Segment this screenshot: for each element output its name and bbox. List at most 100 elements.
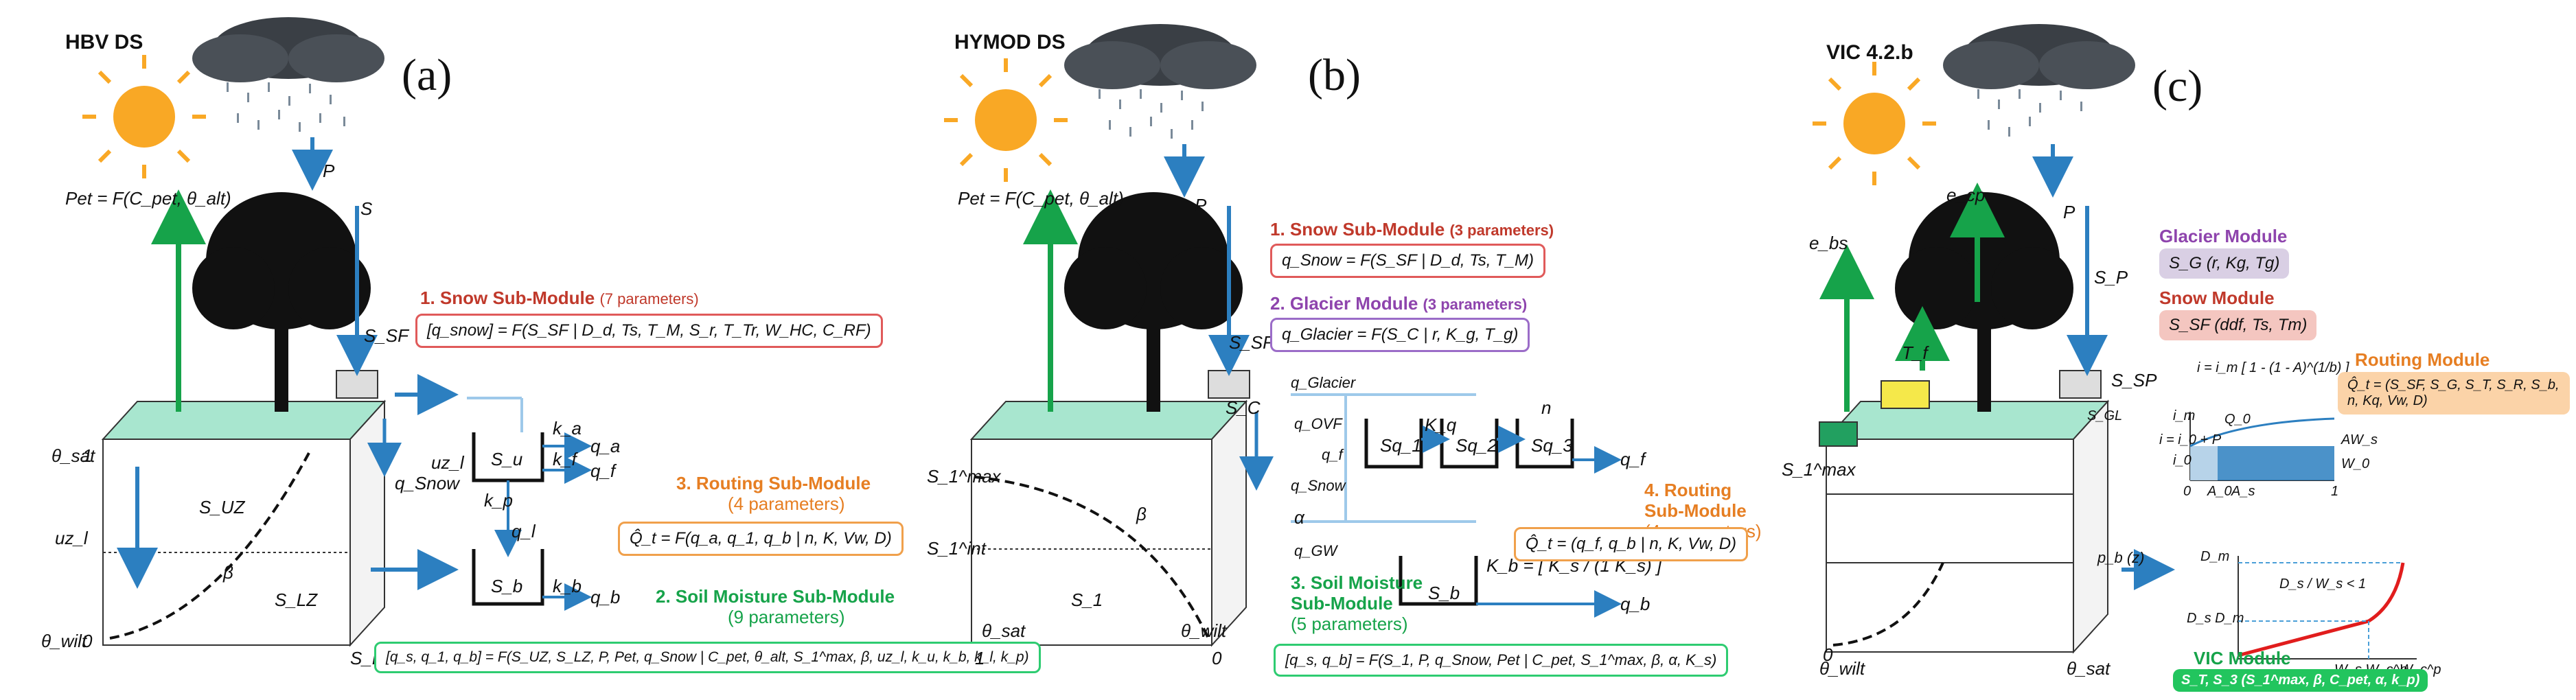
zero-label: 0 [1823, 644, 1833, 665]
panel-b [944, 24, 1622, 647]
qf-out-label: q_f [1620, 449, 1646, 469]
soil-block-front [1826, 439, 2074, 653]
snow-storage-icon [1208, 370, 1250, 399]
qf-label: q_f [590, 460, 616, 481]
rain-cloud-icon [192, 17, 384, 132]
beta-curve [109, 452, 310, 640]
deficit-curve-chart [2238, 556, 2417, 660]
sun-icon [82, 55, 206, 178]
snow-module-title: Snow Module [2159, 288, 2275, 308]
i0-label: i_0 [2173, 453, 2192, 468]
qglacier-label: q_Glacier [1291, 374, 1356, 391]
rain-cloud-icon [1943, 24, 2135, 137]
snow-submodule-equation: q_Snow = F(S_SF | D_d, Ts, T_M) [1270, 244, 1546, 278]
soil-top [1824, 401, 2110, 440]
one-label: 1 [82, 445, 93, 466]
theta-sat-label: θ_sat [51, 445, 95, 466]
routing-submodule-params: (4 parameters) [728, 493, 845, 514]
panel-c [1813, 24, 2417, 660]
glacier-module-equation: q_Glacier = F(S_C | r, K_g, T_g) [1270, 318, 1530, 352]
glacier-module-equation: S_G (r, Kg, Tg) [2159, 248, 2290, 279]
uzl-label: uz_l [55, 528, 88, 548]
smax-label: S_1^max [927, 466, 1001, 487]
sq2-label: Sq_2 [1456, 435, 1497, 456]
kp-label: k_p [484, 490, 513, 511]
qb-out-label: q_b [1620, 594, 1651, 614]
panel-a-model-name: HBV DS [65, 31, 143, 54]
x0-label: 0 [2183, 484, 2192, 499]
theta-sat-label: θ_sat [982, 620, 1026, 641]
p-label: P [1195, 195, 1207, 215]
w0-label: W_0 [2341, 456, 2370, 471]
routing-submodule-title: 4. Routing [1644, 480, 1732, 500]
zero-label: 0 [1212, 648, 1222, 668]
snow-storage-icon [2059, 370, 2102, 399]
qb-label: q_b [590, 587, 621, 607]
sq3-label: Sq_3 [1531, 435, 1573, 456]
beta-label: β [223, 562, 233, 583]
sb-label: S_b [1428, 583, 1460, 603]
sp-label: S_P [2094, 267, 2128, 288]
one-label: 1 [975, 648, 985, 668]
soil-submodule-params: (5 parameters) [1291, 614, 1408, 634]
smax-label: S_1^max [1782, 459, 1856, 480]
dm-label: D_m [2200, 549, 2230, 564]
soil-submodule-equation: [q_s, q_b] = F(S_1, P, q_Snow, Pet | C_p… [1274, 644, 1729, 677]
tree-icon [1064, 192, 1243, 412]
ds-ws-label: D_s / W_s < 1 [2279, 576, 2367, 592]
sun-icon [944, 58, 1068, 182]
sun-icon [1813, 62, 1936, 185]
zero-label: 0 [82, 631, 93, 651]
suz-label: S_UZ [199, 497, 245, 517]
slz-label: S_LZ [275, 590, 318, 610]
q0-label: Q_0 [2224, 412, 2251, 427]
uz-tank-label: uz_l [431, 452, 464, 473]
glacier-module-title: Glacier Module [2159, 226, 2288, 246]
sb-tank [1399, 556, 1478, 606]
routing-module-title: Routing Module [2355, 349, 2490, 370]
routing-submodule-equation: Q̂_t = (q_f, q_b | n, K, Vw, D) [1514, 527, 1749, 561]
pet-equation: Pet = F(C_pet, θ_alt) [65, 188, 231, 209]
snow-module-equation: S_SF (ddf, Ts, Tm) [2159, 310, 2317, 340]
soil-submodule-params: (9 parameters) [728, 607, 845, 627]
snow-storage-icon [336, 370, 378, 399]
routing-submodule-title: 3. Routing Sub-Module [676, 473, 871, 493]
theta-wilt-label: θ_wilt [41, 631, 87, 651]
rain-cloud-icon [1064, 24, 1256, 139]
bare-soil-icon [1819, 421, 1858, 447]
soil-block-side [349, 399, 385, 647]
soil-block-front [102, 439, 351, 646]
sq1-tank [1364, 419, 1423, 469]
n-label: n [1541, 397, 1552, 418]
ds-dm-label: D_s D_m [2187, 611, 2244, 626]
p-label: P [2063, 202, 2075, 222]
snow-submodule-title: 1. Snow Sub-Module (7 parameters) [420, 288, 699, 308]
soil-block-side [1211, 399, 1247, 647]
sgl-label: S_GL [2087, 408, 2123, 423]
ip-label: i = i_0 + P [2159, 432, 2222, 447]
sq1-label: Sq_1 [1380, 435, 1422, 456]
pb-label: p_b (z) [2097, 549, 2145, 566]
im-label: i_m [2173, 408, 2196, 423]
s1-label: S_1 [1071, 590, 1103, 610]
qovf-label: q_OVF [1294, 415, 1342, 432]
soil-top [101, 401, 387, 440]
pet-equation: Pet = F(C_pet, θ_alt) [958, 188, 1124, 209]
qsnow-label: q_Snow [395, 473, 459, 493]
panel-b-model-name: HYMOD DS [954, 31, 1066, 54]
alpha-label: α [1294, 507, 1304, 528]
snow-submodule-title: 1. Snow Sub-Module (3 parameters) [1270, 219, 1554, 240]
soil-submodule-title-2: Sub-Module [1291, 593, 1393, 614]
panel-c-letter: (c) [2152, 61, 2203, 111]
ssf-label: S_SF [364, 325, 409, 346]
ssf-label: S_SF [1229, 332, 1274, 353]
qgw-label: q_GW [1294, 542, 1337, 559]
soil-submodule-title: 2. Soil Moisture Sub-Module [656, 586, 895, 607]
qsnow-label: q_Snow [1291, 477, 1346, 494]
qf-side-label: q_f [1322, 446, 1343, 463]
panel-c-model-name: VIC 4.2.b [1826, 41, 1913, 64]
ebs-label: e_bs [1809, 233, 1848, 253]
soil-block-front [971, 439, 1212, 646]
aws-label: AW_s [2341, 432, 2378, 447]
